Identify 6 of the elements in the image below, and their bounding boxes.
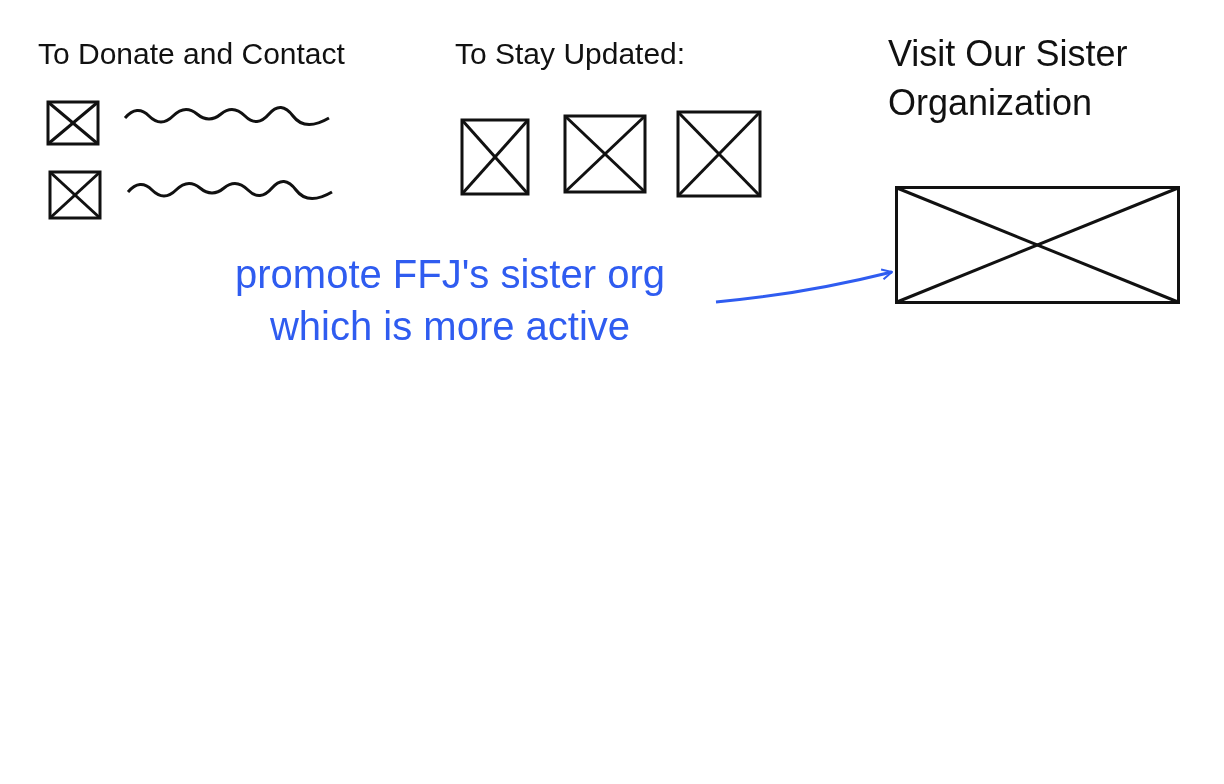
image-placeholder [895, 186, 1180, 304]
section-heading: To Donate and Contact [38, 36, 346, 72]
section-heading: To Stay Updated: [455, 36, 687, 72]
section-heading: Visit Our Sister Organization [888, 32, 1129, 125]
arrow [715, 268, 893, 304]
annotation-note: promote FFJ's sister org which is more active [234, 251, 666, 350]
